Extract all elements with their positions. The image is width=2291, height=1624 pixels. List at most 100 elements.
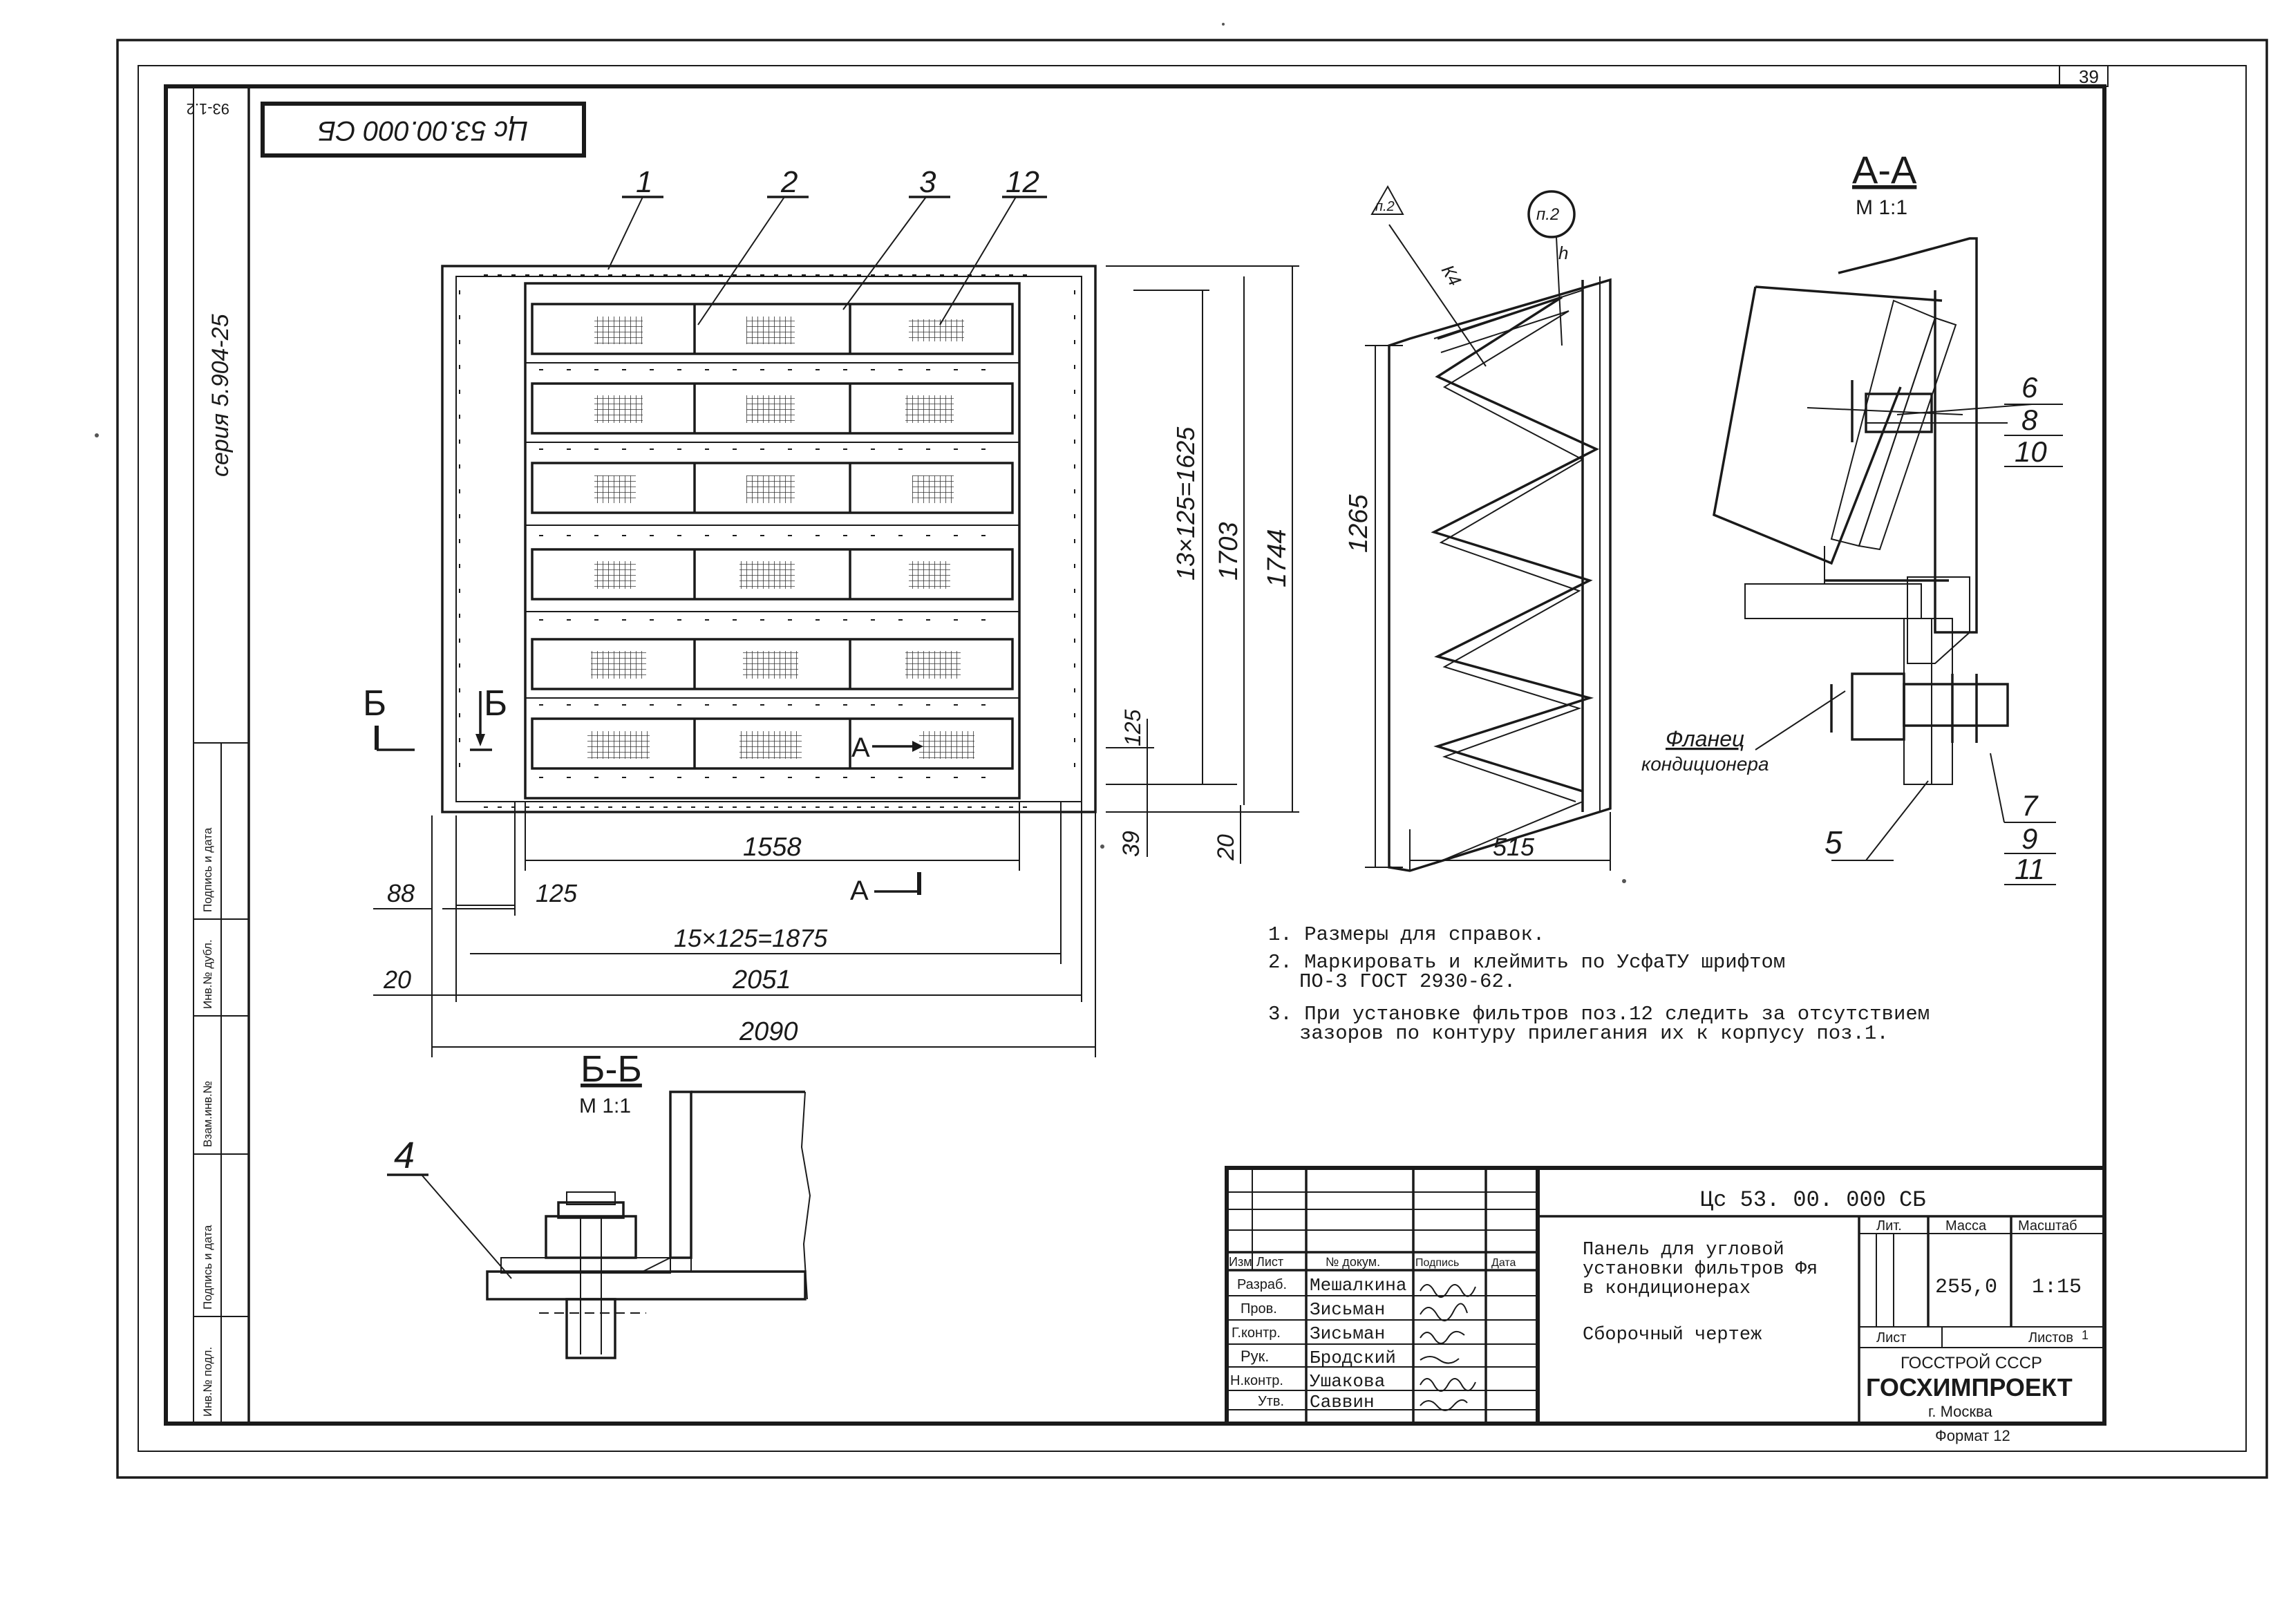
tb-name-row-6: Саввин bbox=[1310, 1392, 1375, 1413]
pos-12: 12 bbox=[1006, 165, 1039, 199]
tb-scale-label: Масштаб bbox=[2018, 1218, 2077, 1234]
note-2b: ПО-3 ГОСТ 2930-62. bbox=[1299, 970, 1516, 993]
side-column: Подпись и дата Инв.№ дубл. Взам.инв.№ По… bbox=[164, 86, 250, 1424]
sheet-corner-number: 39 bbox=[2079, 66, 2099, 87]
side-label-5: Инв.№ подл. bbox=[201, 1347, 214, 1417]
scan-artifacts bbox=[95, 23, 1626, 883]
dim-20-bottom: 20 bbox=[1213, 834, 1239, 861]
tb-col-date: Дата bbox=[1491, 1257, 1516, 1269]
tb-name-1: Панель для угловой bbox=[1583, 1240, 1784, 1261]
note-1: 1. Размеры для справок. bbox=[1268, 923, 1545, 946]
callout-11: 11 bbox=[2015, 853, 2045, 885]
tb-name-row-5: Ушакова bbox=[1310, 1371, 1385, 1392]
tb-org-3: г. Москва bbox=[1928, 1403, 1992, 1420]
section-aa: А-А М 1:1 6 8 10 7 9 bbox=[1641, 148, 2063, 885]
dimensions-horizontal bbox=[373, 802, 1096, 1057]
callout-8: 8 bbox=[2021, 404, 2038, 436]
filter-rows bbox=[525, 303, 1019, 770]
tb-sheet-label: Лист bbox=[1876, 1330, 1906, 1346]
tb-role-1: Разраб. bbox=[1237, 1277, 1287, 1292]
weld-k: К4 bbox=[1437, 261, 1466, 290]
section-a-mark-bottom: А bbox=[850, 872, 921, 906]
tb-name-row-4: Бродский bbox=[1310, 1348, 1396, 1368]
section-bb-scale: М 1:1 bbox=[579, 1095, 631, 1117]
tb-lit-label: Лит. bbox=[1876, 1218, 1902, 1234]
dim-2051: 2051 bbox=[732, 965, 791, 994]
tb-name-row-3: Зисьман bbox=[1310, 1323, 1385, 1344]
bolt-marks bbox=[459, 274, 1075, 808]
section-aa-scale: М 1:1 bbox=[1856, 196, 1907, 219]
dim-vert-chain: 13×125=1625 bbox=[1171, 426, 1200, 580]
tb-doc-type: Сборочный чертеж bbox=[1583, 1325, 1762, 1346]
dimensions-vertical bbox=[1106, 265, 1299, 864]
tb-col-sign: Подпись bbox=[1415, 1257, 1459, 1269]
section-a-bottom: А bbox=[850, 876, 869, 906]
flange-sub: кондиционера bbox=[1641, 753, 1769, 775]
pos-3: 3 bbox=[919, 165, 936, 199]
dim-1744: 1744 bbox=[1263, 529, 1292, 587]
section-a-mark-inner: А bbox=[851, 733, 923, 763]
side-label-3: Взам.инв.№ bbox=[201, 1081, 214, 1147]
side-label-1: Подпись и дата bbox=[201, 827, 214, 912]
dim-125-vert: 125 bbox=[1120, 709, 1145, 746]
tb-role-5: Н.контр. bbox=[1230, 1373, 1283, 1388]
tb-col-izm: Изм bbox=[1229, 1255, 1252, 1269]
dim-88: 88 bbox=[387, 879, 415, 907]
notes: 1. Размеры для справок. 2. Маркировать и… bbox=[1268, 923, 1930, 1045]
tb-mass: 255,0 bbox=[1935, 1276, 1997, 1299]
tb-name-row-2: Зисьман bbox=[1310, 1299, 1385, 1320]
sheet-frame bbox=[116, 39, 2268, 1479]
designation-mirrored: Цс 53.00.000 СБ bbox=[318, 115, 528, 146]
section-aa-title: А-А bbox=[1852, 148, 1917, 191]
weld-h: h bbox=[1558, 243, 1568, 263]
section-b-left: Б bbox=[363, 683, 386, 724]
section-a-inner: А bbox=[851, 733, 870, 763]
side-label-4: Подпись и дата bbox=[201, 1225, 214, 1310]
pos-2: 2 bbox=[780, 165, 798, 199]
dim-20-left: 20 bbox=[383, 965, 411, 994]
callout-10: 10 bbox=[2015, 435, 2047, 468]
tb-col-doc: № докум. bbox=[1326, 1255, 1380, 1269]
note-3b: зазоров по контуру прилегания их к корпу… bbox=[1299, 1022, 1889, 1045]
tb-sheets-value: 1 bbox=[2082, 1328, 2089, 1342]
tb-role-2: Пров. bbox=[1241, 1301, 1277, 1316]
filter-mesh bbox=[587, 317, 974, 759]
title-block: Цс 53. 00. 000 СБ Панель для угловой уст… bbox=[1225, 1166, 2106, 1444]
series-label: серия 5.904-25 bbox=[207, 314, 234, 477]
tb-designation: Цс 53. 00. 000 СБ bbox=[1700, 1187, 1925, 1213]
corner-code: 93-1.2 bbox=[187, 100, 229, 117]
section-bb-title: Б-Б bbox=[581, 1048, 642, 1090]
weld-circle: п.2 bbox=[1536, 205, 1559, 224]
position-leaders: 1 2 3 12 bbox=[607, 165, 1047, 325]
side-label-2: Инв.№ дубл. bbox=[201, 939, 214, 1009]
dim-39: 39 bbox=[1118, 831, 1144, 857]
weld-symbol: п.2 bbox=[1375, 199, 1395, 214]
callout-6: 6 bbox=[2021, 371, 2038, 404]
dim-1558: 1558 bbox=[743, 833, 802, 862]
tb-sheets-label: Листов bbox=[2028, 1330, 2073, 1346]
dim-chain-1875: 15×125=1875 bbox=[674, 924, 828, 952]
callout-4: 4 bbox=[394, 1135, 415, 1176]
callout-7: 7 bbox=[2021, 789, 2039, 822]
tb-role-6: Утв. bbox=[1258, 1394, 1284, 1409]
dim-1703: 1703 bbox=[1214, 522, 1243, 580]
dim-1265: 1265 bbox=[1344, 494, 1373, 553]
flange-label: Фланец bbox=[1666, 726, 1744, 751]
signatures bbox=[1420, 1284, 1476, 1411]
tb-scale: 1:15 bbox=[2032, 1276, 2082, 1299]
pos-1: 1 bbox=[636, 165, 652, 199]
tb-format: Формат 12 bbox=[1935, 1427, 2010, 1444]
section-bb: Б-Б М 1:1 4 bbox=[387, 1048, 811, 1359]
tb-org-2: ГОСХИМПРОЕКТ bbox=[1866, 1373, 2073, 1401]
section-b-marks: Б Б bbox=[363, 683, 507, 751]
dim-2090: 2090 bbox=[739, 1017, 798, 1046]
note-2a: 2. Маркировать и клеймить по УсфаТУ шриф… bbox=[1268, 951, 1785, 974]
tb-name-2: установки фильтров Фя bbox=[1583, 1259, 1818, 1280]
callout-5: 5 bbox=[1825, 824, 1842, 860]
tb-mass-label: Масса bbox=[1945, 1218, 1987, 1234]
designation-stamp: Цс 53.00.000 СБ 39 bbox=[261, 66, 2099, 158]
note-3a: 3. При установке фильтров поз.12 следить… bbox=[1268, 1003, 1930, 1026]
tb-name-3: в кондиционерах bbox=[1583, 1278, 1751, 1299]
callout-9: 9 bbox=[2021, 822, 2037, 855]
